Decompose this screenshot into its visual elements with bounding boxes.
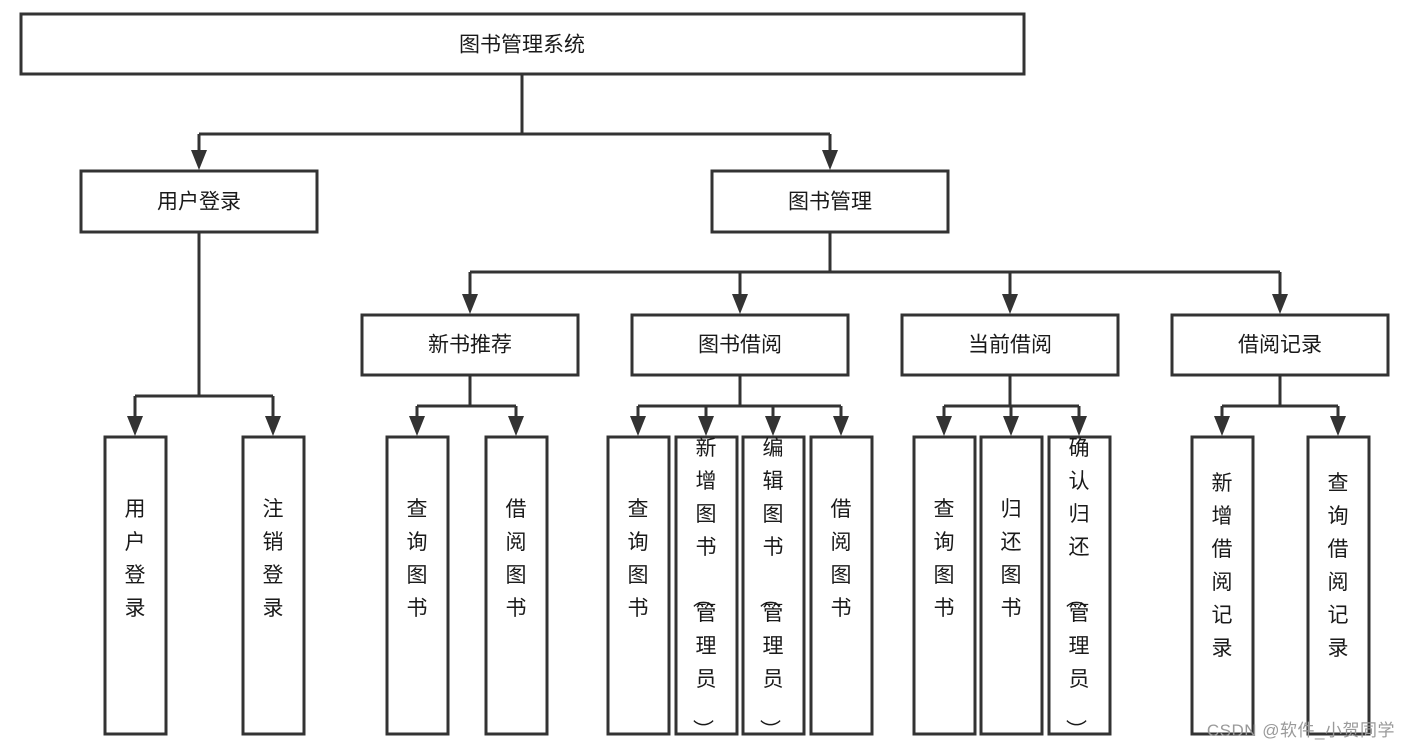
node-leaf-nb-query-book-box[interactable] <box>385 435 450 736</box>
node-leaf-logout-box[interactable] <box>241 435 306 736</box>
arrow-leaf-nb-query <box>409 416 425 436</box>
arrow-to-book-borrow <box>732 294 748 314</box>
node-leaf-bb-query-book[interactable]: 查询图书 <box>606 435 671 736</box>
node-leaf-bb-edit-book[interactable]: 编辑图书（管理员） <box>741 435 806 740</box>
node-leaf-cb-return-book[interactable]: 归还图书 <box>979 435 1044 736</box>
node-leaf-user-login-label: 用户登录 <box>125 498 146 620</box>
node-root[interactable]: 图书管理系统 <box>19 12 1026 76</box>
arrow-leaf-br-1 <box>1214 416 1230 436</box>
node-leaf-cb-return-book-label: 归还图书 <box>1001 498 1022 620</box>
arrow-to-current-borrow <box>1002 294 1018 314</box>
arrow-to-new-book <box>462 294 478 314</box>
node-leaf-br-add-record-box[interactable] <box>1190 435 1255 736</box>
node-leaf-cb-return-book-box[interactable] <box>979 435 1044 736</box>
arrow-leaf-cb-3 <box>1071 416 1087 436</box>
node-leaf-user-login[interactable]: 用户登录 <box>103 435 168 736</box>
arrow-leaf-bb-1 <box>630 416 646 436</box>
arrow-leaf-br-2 <box>1330 416 1346 436</box>
node-root-box[interactable] <box>19 12 1026 76</box>
node-leaf-nb-query-book[interactable]: 查询图书 <box>385 435 450 736</box>
arrow-leaf-cb-2 <box>1003 416 1019 436</box>
node-leaf-br-query-record[interactable]: 查询借阅记录 <box>1306 435 1371 736</box>
node-leaf-user-login-box[interactable] <box>103 435 168 736</box>
node-leaf-logout[interactable]: 注销登录 <box>241 435 306 736</box>
edges-new-book-to-leaves <box>409 375 524 436</box>
node-leaf-br-query-record-label: 查询借阅记录 <box>1328 472 1349 660</box>
node-leaf-nb-borrow-book[interactable]: 借阅图书 <box>484 435 549 736</box>
node-leaf-br-query-record-box[interactable] <box>1306 435 1371 736</box>
node-leaf-cb-query-book-label: 查询图书 <box>934 498 955 620</box>
arrow-leaf-bb-2 <box>698 416 714 436</box>
edges-root-to-level2 <box>191 74 838 170</box>
arrow-leaf-nb-borrow <box>508 416 524 436</box>
node-leaf-bb-borrow-book[interactable]: 借阅图书 <box>809 435 874 736</box>
node-leaf-cb-confirm-return-box[interactable] <box>1047 435 1112 736</box>
node-leaf-cb-confirm-return[interactable]: 确认归还（管理员） <box>1047 435 1112 740</box>
node-book-management[interactable]: 图书管理 <box>710 169 950 234</box>
node-leaf-bb-edit-book-label: 编辑图书（管理员） <box>758 437 784 740</box>
node-borrow-record-label: 借阅记录 <box>1238 334 1322 357</box>
node-new-book-recommend[interactable]: 新书推荐 <box>360 313 580 377</box>
node-leaf-bb-edit-book-box[interactable] <box>741 435 806 736</box>
node-leaf-nb-borrow-book-box[interactable] <box>484 435 549 736</box>
node-user-login-box[interactable] <box>79 169 319 234</box>
edges-current-borrow-to-leaves <box>936 375 1087 436</box>
arrow-leaf-bb-3 <box>765 416 781 436</box>
node-book-management-box[interactable] <box>710 169 950 234</box>
node-book-borrow-box[interactable] <box>630 313 850 377</box>
edges-book-borrow-to-leaves <box>630 375 849 436</box>
node-leaf-bb-borrow-book-label: 借阅图书 <box>831 498 852 620</box>
node-leaf-logout-label: 注销登录 <box>263 498 284 620</box>
node-leaf-bb-query-book-label: 查询图书 <box>628 498 649 620</box>
edges-book-mgmt-to-level3 <box>462 232 1288 314</box>
node-leaf-br-add-record[interactable]: 新增借阅记录 <box>1190 435 1255 736</box>
arrow-leaf-user-login <box>127 416 143 436</box>
node-leaf-bb-query-book-box[interactable] <box>606 435 671 736</box>
node-current-borrow-box[interactable] <box>900 313 1120 377</box>
node-leaf-br-add-record-label: 新增借阅记录 <box>1212 472 1233 660</box>
edges-user-login-to-leaves <box>127 232 281 436</box>
node-user-login[interactable]: 用户登录 <box>79 169 319 234</box>
node-user-login-label: 用户登录 <box>157 191 241 214</box>
edges-borrow-record-to-leaves <box>1214 375 1346 436</box>
arrow-to-borrow-record <box>1272 294 1288 314</box>
arrow-leaf-cb-1 <box>936 416 952 436</box>
arrow-to-user-login <box>191 150 207 170</box>
node-new-book-recommend-label: 新书推荐 <box>428 334 512 357</box>
node-book-borrow[interactable]: 图书借阅 <box>630 313 850 377</box>
arrow-leaf-bb-4 <box>833 416 849 436</box>
node-leaf-cb-confirm-return-label: 确认归还（管理员） <box>1064 437 1090 740</box>
node-leaf-bb-add-book[interactable]: 新增图书（管理员） <box>674 435 739 740</box>
node-leaf-nb-query-book-label: 查询图书 <box>407 498 428 620</box>
node-leaf-nb-borrow-book-label: 借阅图书 <box>506 498 527 620</box>
node-current-borrow[interactable]: 当前借阅 <box>900 313 1120 377</box>
arrow-leaf-logout <box>265 416 281 436</box>
node-leaf-cb-query-book[interactable]: 查询图书 <box>912 435 977 736</box>
node-leaf-bb-borrow-book-box[interactable] <box>809 435 874 736</box>
node-leaf-bb-add-book-label: 新增图书（管理员） <box>691 437 717 740</box>
node-borrow-record[interactable]: 借阅记录 <box>1170 313 1390 377</box>
node-root-label: 图书管理系统 <box>459 34 585 57</box>
node-book-management-label: 图书管理 <box>788 191 872 214</box>
node-book-borrow-label: 图书借阅 <box>698 334 782 357</box>
node-leaf-bb-add-book-box[interactable] <box>674 435 739 736</box>
node-current-borrow-label: 当前借阅 <box>968 334 1052 357</box>
node-new-book-recommend-box[interactable] <box>360 313 580 377</box>
arrow-to-book-mgmt <box>822 150 838 170</box>
node-leaf-cb-query-book-box[interactable] <box>912 435 977 736</box>
node-borrow-record-box[interactable] <box>1170 313 1390 377</box>
